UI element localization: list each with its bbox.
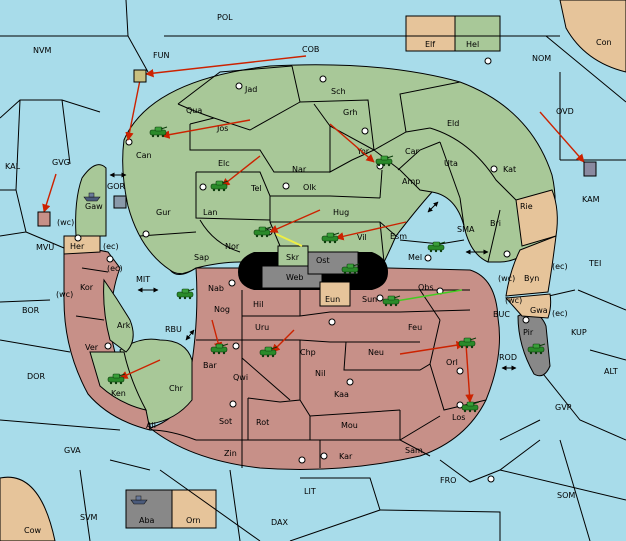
territory-skr[interactable] xyxy=(277,245,309,267)
territory-byn[interactable] xyxy=(505,235,557,297)
straits xyxy=(109,172,517,371)
move-orders xyxy=(42,55,585,403)
convoy-order-nor xyxy=(275,233,303,247)
land-borders xyxy=(75,65,517,468)
support-order-sun-obs xyxy=(389,289,463,303)
territory-eun[interactable] xyxy=(319,281,351,307)
territory-aba[interactable] xyxy=(125,489,173,529)
territory-elf[interactable] xyxy=(405,15,456,52)
land-upper[interactable] xyxy=(122,64,556,274)
territory-orn[interactable] xyxy=(171,489,217,529)
territory-gwa[interactable] xyxy=(504,293,552,319)
territory-hel[interactable] xyxy=(454,15,501,52)
unit-box-fun xyxy=(133,69,147,83)
unit-box-kam xyxy=(583,161,597,177)
unit-box-mvu xyxy=(37,211,51,227)
territory-ark[interactable] xyxy=(103,278,134,353)
territory-her[interactable] xyxy=(63,235,101,255)
territory-web[interactable] xyxy=(261,265,323,289)
unit-box-gor xyxy=(113,195,127,209)
